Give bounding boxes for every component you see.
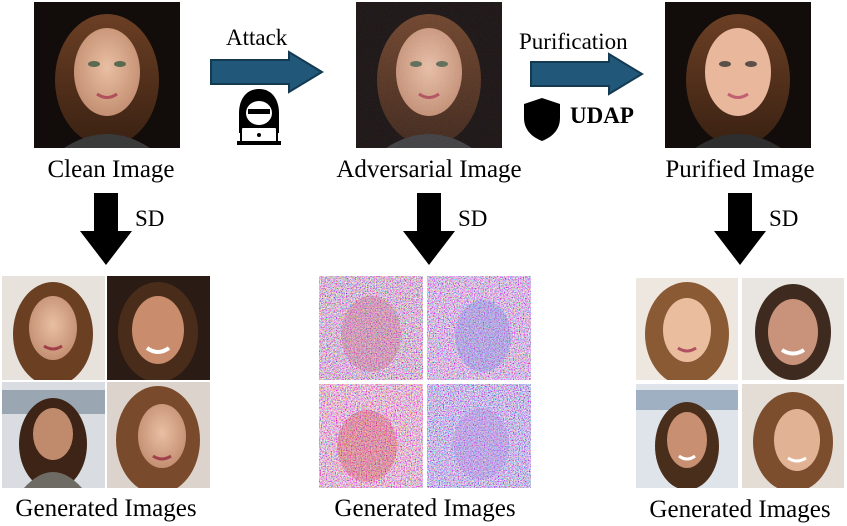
clean-image <box>34 2 180 148</box>
generated-image <box>742 278 844 380</box>
generated-image <box>636 384 738 488</box>
noisy-generated-image <box>427 276 531 380</box>
generated-image <box>2 276 105 380</box>
shield-icon <box>524 98 560 141</box>
purified-caption: Purified Image <box>665 156 815 183</box>
attack-label: Attack <box>226 25 288 50</box>
sd-label-adversarial: SD <box>458 206 488 231</box>
purification-arrow <box>530 52 644 96</box>
generated-image <box>107 276 210 380</box>
generated-caption-adversarial: Generated Images <box>334 495 516 522</box>
adversarial-image <box>356 2 502 148</box>
adversarial-caption: Adversarial Image <box>336 156 522 183</box>
generated-caption-purified: Generated Images <box>649 496 831 523</box>
hacker-icon <box>237 89 281 145</box>
clean-caption: Clean Image <box>47 156 175 183</box>
purification-label: Purification <box>519 29 628 54</box>
sd-label-clean: SD <box>135 206 165 231</box>
purified-image <box>665 2 811 148</box>
generated-grid-adversarial <box>319 276 531 488</box>
down-arrow-clean <box>80 193 132 265</box>
generated-image <box>742 384 844 488</box>
generated-image <box>636 278 738 380</box>
sd-label-purified: SD <box>769 206 799 231</box>
udap-badge: UDAP <box>570 103 634 128</box>
attack-arrow <box>210 50 324 94</box>
down-arrow-adversarial <box>403 193 455 265</box>
generated-image <box>2 382 105 488</box>
generated-caption-clean: Generated Images <box>15 495 197 522</box>
generated-image <box>107 382 210 488</box>
generated-grid-purified <box>636 278 844 488</box>
noisy-generated-image <box>319 384 423 488</box>
noisy-generated-image <box>319 276 423 380</box>
noisy-generated-image <box>427 384 531 488</box>
down-arrow-purified <box>714 193 766 265</box>
generated-grid-clean <box>2 276 210 488</box>
